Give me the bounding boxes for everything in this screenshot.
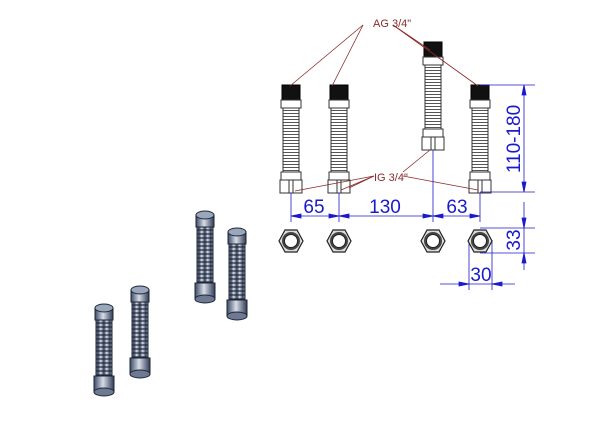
hose-front-4 <box>468 84 492 194</box>
dim-length-range: 110-180 <box>504 105 525 173</box>
hose-3d-3 <box>129 285 151 379</box>
dim-spacing-63: 63 <box>446 197 467 218</box>
nut-top-view-2 <box>326 229 352 253</box>
hose-3d-1 <box>194 210 216 304</box>
hose-front-1 <box>279 84 303 194</box>
male-thread-label: AG 3/4" <box>373 18 411 30</box>
nut-top-view-3 <box>420 229 446 253</box>
hose-3d-2 <box>226 227 248 321</box>
dimension-lines <box>290 84 535 290</box>
dim-nut-width: 30 <box>470 265 491 286</box>
female-thread-label: IG 3/4" <box>374 172 408 184</box>
hose-front-3 <box>421 41 445 151</box>
dim-spacing-65: 65 <box>303 197 324 218</box>
dim-nut-height: 33 <box>504 229 525 250</box>
hose-front-2 <box>327 84 351 194</box>
leader-lines <box>289 24 479 192</box>
hose-3d-4 <box>93 303 115 397</box>
nut-top-view-1 <box>278 229 304 253</box>
nut-top-view-4 <box>467 229 493 253</box>
dim-spacing-130: 130 <box>369 197 401 218</box>
